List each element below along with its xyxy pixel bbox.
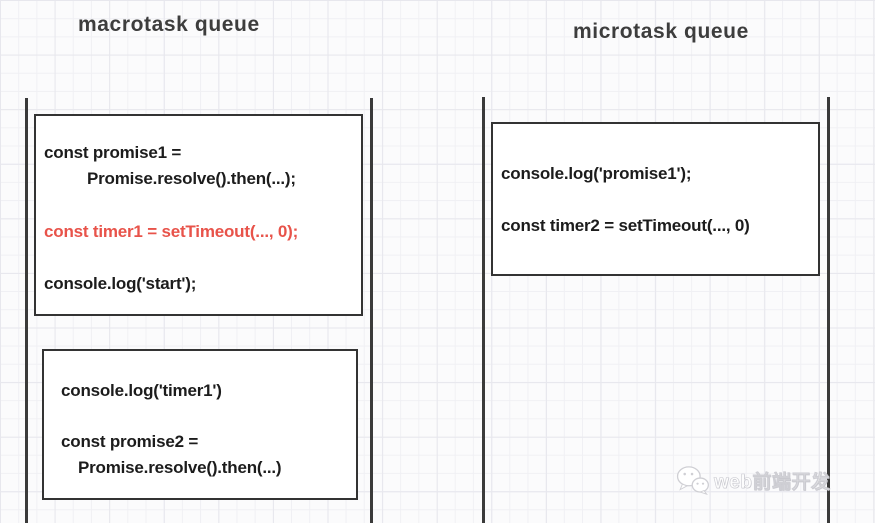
macrotask-task-box-1: const promise1 = Promise.resolve().then(… [34, 114, 363, 316]
macrotask-task-box-2: console.log('timer1') const promise2 = P… [42, 349, 358, 500]
watermark: web前端开发 [676, 465, 830, 495]
code-line: const promise1 = [44, 143, 182, 162]
code-line: Promise.resolve().then(...); [87, 169, 296, 188]
code-line: console.log('start'); [44, 274, 197, 293]
microtask-queue-left-wall [482, 97, 485, 523]
macrotask-queue-title: macrotask queue [78, 13, 260, 36]
code-line: Promise.resolve().then(...) [78, 458, 282, 477]
code-line: console.log('timer1') [61, 381, 222, 400]
code-line: const timer2 = setTimeout(..., 0) [501, 216, 750, 235]
code-line: const promise2 = [61, 432, 199, 451]
code-line-highlighted: const timer1 = setTimeout(..., 0); [44, 222, 299, 241]
macrotask-queue-left-wall [25, 98, 28, 523]
wechat-icon [676, 465, 709, 495]
code-line: console.log('promise1'); [501, 164, 692, 183]
microtask-task-box-1: console.log('promise1'); const timer2 = … [491, 122, 820, 276]
watermark-text: web前端开发 [714, 471, 831, 493]
microtask-queue-right-wall [827, 97, 830, 523]
microtask-queue-title: microtask queue [573, 20, 749, 43]
macrotask-queue-right-wall [370, 98, 373, 523]
